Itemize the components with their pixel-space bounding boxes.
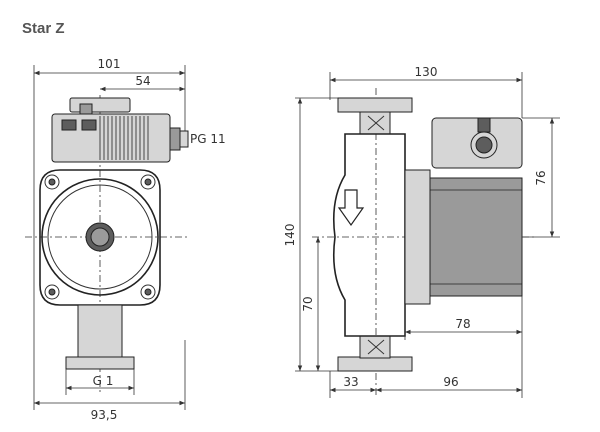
dim-width-top: 101 [98, 57, 121, 71]
dim-length-top: 130 [415, 65, 438, 79]
flow-arrow-icon [337, 189, 365, 227]
diagram-title: Star Z [22, 20, 65, 37]
front-view: 101 54 PG 11 [25, 57, 226, 422]
dim-motor-height: 76 [534, 170, 548, 185]
dim-height-total: 140 [283, 224, 297, 247]
dim-right-base: 96 [443, 375, 458, 389]
connector-label: PG 11 [190, 132, 226, 146]
dim-left-base: 33 [343, 375, 358, 389]
dim-height-lower: 70 [301, 296, 315, 311]
pump-body [332, 133, 406, 337]
pump-housing [39, 169, 161, 306]
thread-label: G 1 [93, 374, 114, 388]
side-view: 130 76 140 70 [283, 65, 560, 398]
motor-body [429, 177, 523, 297]
dim-half-top: 54 [135, 74, 150, 88]
dim-width-bottom: 93,5 [91, 408, 118, 422]
dim-motor-length: 78 [455, 317, 470, 331]
